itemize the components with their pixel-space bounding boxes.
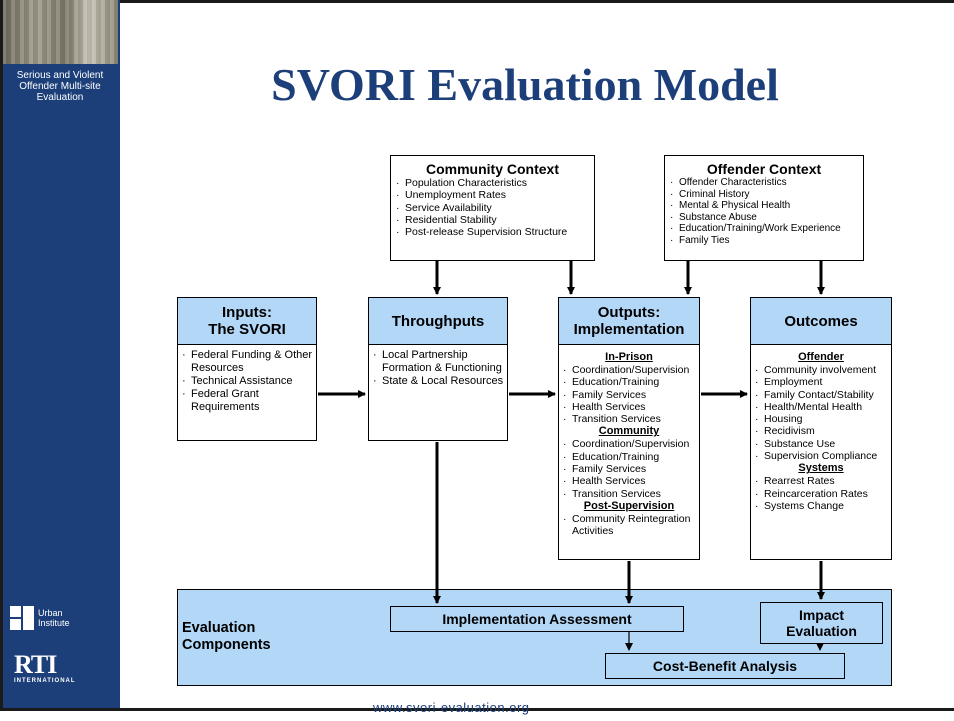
footer-url[interactable]: www.svori-evaluation.org <box>373 700 530 715</box>
list-item: Transition Services <box>562 488 696 501</box>
list-item: Transition Services <box>562 413 696 426</box>
list-item: Education/Training <box>562 451 696 464</box>
sidebar-caption: Serious and Violent Offender Multi-site … <box>16 70 104 103</box>
list-item: Unemployment Rates <box>395 189 590 202</box>
list-item: Reincarceration Rates <box>754 488 888 501</box>
left-rule <box>0 0 3 711</box>
list-item: Health/Mental Health <box>754 401 888 414</box>
impact-line2: Evaluation <box>786 623 857 639</box>
list-item: Recidivism <box>754 425 888 438</box>
list-item: State & Local Resources <box>372 375 504 388</box>
list-item: Residential Stability <box>395 214 590 227</box>
outcomes-body: Offender Community involvement Employmen… <box>750 344 892 560</box>
list-item: Family Services <box>562 463 696 476</box>
top-rule <box>120 0 954 3</box>
rti-sub: INTERNATIONAL <box>14 678 76 684</box>
inputs-body: Federal Funding & Other Resources Techni… <box>177 344 317 441</box>
list-item: Education/Training/Work Experience <box>669 223 859 235</box>
community-context-box: Community Context Population Characteris… <box>390 155 595 261</box>
urban-institute-logo: Urban Institute <box>10 606 70 630</box>
list-item: Rearrest Rates <box>754 475 888 488</box>
evaluation-label-line2: Components <box>182 637 271 653</box>
evaluation-components-label: Evaluation Components <box>182 620 271 654</box>
list-item: Community involvement <box>754 364 888 377</box>
bottom-rule <box>0 708 954 711</box>
list-item: Health Services <box>562 401 696 414</box>
outputs-body: In-Prison Coordination/Supervision Educa… <box>558 344 700 560</box>
systems-heading: Systems <box>798 462 844 475</box>
throughputs-header: Throughputs <box>368 297 508 345</box>
page-title: SVORI Evaluation Model <box>271 59 779 110</box>
list-item: Family Services <box>562 389 696 402</box>
community-list: Coordination/Supervision Education/Train… <box>562 438 696 501</box>
outputs-title-line2: Implementation <box>573 321 685 338</box>
list-item: Family Ties <box>669 235 859 247</box>
list-item: Technical Assistance <box>181 375 313 388</box>
evaluation-label-line1: Evaluation <box>182 620 256 636</box>
list-item: Education/Training <box>562 376 696 389</box>
urban-line1: Urban <box>38 608 63 618</box>
offender-outcomes-list: Community involvement Employment Family … <box>754 364 888 463</box>
community-context-list: Population Characteristics Unemployment … <box>395 177 590 239</box>
offender-context-box: Offender Context Offender Characteristic… <box>664 155 864 261</box>
throughputs-list: Local Partnership Formation & Functionin… <box>372 349 504 388</box>
implementation-assessment-box: Implementation Assessment <box>390 606 684 632</box>
list-item: Employment <box>754 376 888 389</box>
in-prison-list: Coordination/Supervision Education/Train… <box>562 364 696 426</box>
inputs-title-line2: The SVORI <box>208 321 286 338</box>
list-item: Federal Grant Requirements <box>181 388 313 414</box>
list-item: Coordination/Supervision <box>562 438 696 451</box>
outcomes-header: Outcomes <box>750 297 892 345</box>
urban-line2: Institute <box>38 618 70 628</box>
outputs-header: Outputs: Implementation <box>558 297 700 345</box>
list-item: Health Services <box>562 475 696 488</box>
sidebar: Serious and Violent Offender Multi-site … <box>0 0 120 708</box>
list-item: Mental & Physical Health <box>669 200 859 212</box>
list-item: Service Availability <box>395 202 590 215</box>
rti-international-logo: RTI INTERNATIONAL <box>14 650 94 685</box>
sidebar-photo <box>2 0 118 64</box>
inputs-list: Federal Funding & Other Resources Techni… <box>181 349 313 414</box>
list-item: Population Characteristics <box>395 177 590 190</box>
throughputs-body: Local Partnership Formation & Functionin… <box>368 344 508 441</box>
in-prison-heading: In-Prison <box>605 351 653 363</box>
outputs-title-line1: Outputs: <box>597 304 661 321</box>
offender-context-list: Offender Characteristics Criminal Histor… <box>669 177 859 247</box>
list-item: Supervision Compliance <box>754 450 888 463</box>
systems-outcomes-list: Rearrest Rates Reincarceration Rates Sys… <box>754 475 888 512</box>
urban-institute-icon <box>10 606 34 630</box>
list-item: Coordination/Supervision <box>562 364 696 377</box>
list-item: Criminal History <box>669 189 859 201</box>
post-supervision-heading: Post-Supervision <box>583 499 675 512</box>
offender-heading: Offender <box>798 351 844 363</box>
list-item: Family Contact/Stability <box>754 389 888 402</box>
impact-evaluation-box: Impact Evaluation <box>760 602 883 644</box>
cost-benefit-box: Cost-Benefit Analysis <box>605 653 845 679</box>
list-item: Substance Abuse <box>669 212 859 224</box>
list-item: Offender Characteristics <box>669 177 859 189</box>
list-item: Federal Funding & Other Resources <box>181 349 313 375</box>
list-item: Substance Use <box>754 438 888 451</box>
inputs-header: Inputs: The SVORI <box>177 297 317 345</box>
community-heading: Community <box>598 425 660 438</box>
list-item: Housing <box>754 413 888 426</box>
inputs-title-line1: Inputs: <box>222 304 272 321</box>
list-item: Post-release Supervision Structure <box>395 226 590 239</box>
list-item: Local Partnership Formation & Functionin… <box>372 349 504 375</box>
community-context-title: Community Context <box>426 161 559 177</box>
post-supervision-list: Community Reintegration Activities <box>562 513 696 538</box>
list-item: Community Reintegration Activities <box>562 513 696 538</box>
impact-line1: Impact <box>798 607 845 623</box>
offender-context-title: Offender Context <box>706 161 822 177</box>
list-item: Systems Change <box>754 500 888 513</box>
rti-letters: RTI <box>14 650 57 679</box>
